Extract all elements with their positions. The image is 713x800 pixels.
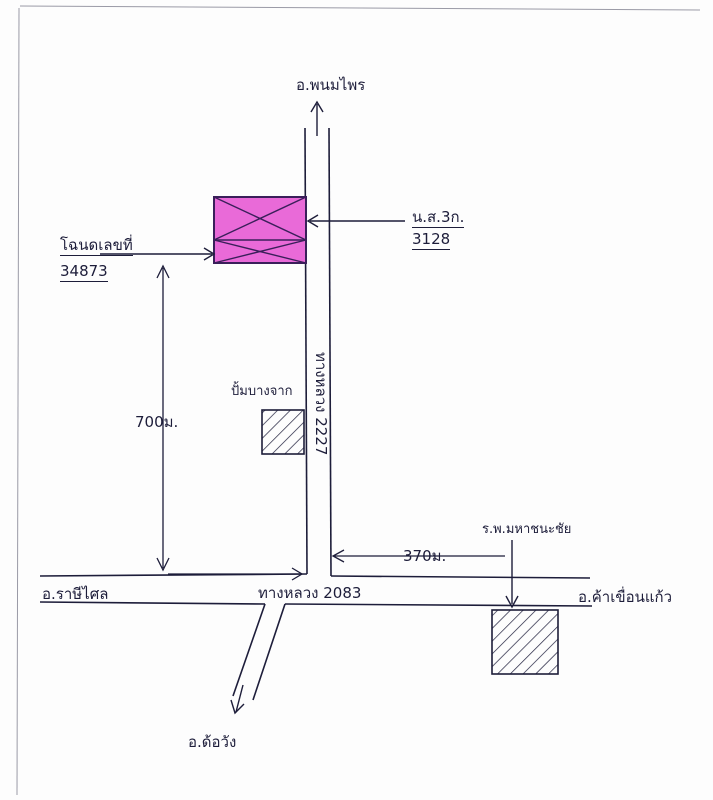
- west-destination-label: อ.ราษีไศล: [42, 585, 109, 603]
- horizontal-distance-label: 370ม.: [403, 547, 447, 565]
- north-destination-label: อ.พนมไพร: [296, 76, 366, 94]
- gas-station-label: ปั้มบางจาก: [231, 384, 293, 399]
- north-arrow-icon: [310, 100, 324, 136]
- right-plot-name-label: น.ส.3ก.: [412, 208, 465, 228]
- hospital-label: ร.พ.มหาชนะชัย: [482, 522, 572, 537]
- left-plot-arrow-icon: [100, 247, 216, 261]
- right-plot-arrow-icon: [306, 214, 405, 228]
- page-left-edge: [16, 7, 20, 796]
- main-road-label: ทางหลวง 2083: [258, 584, 362, 602]
- page-top-edge: [19, 5, 701, 11]
- hospital-arrow-icon: [505, 540, 519, 609]
- gas-station-icon: [261, 409, 305, 455]
- horizontal-distance-line: [331, 549, 505, 563]
- road-2227: [304, 127, 591, 579]
- left-plot-number-label: 34873: [60, 262, 108, 282]
- east-destination-label: อ.ค้าเขื่อนแก้ว: [578, 588, 673, 606]
- land-parcel: [213, 196, 307, 264]
- vertical-distance-line: [156, 264, 304, 581]
- right-plot-number-label: 3128: [412, 230, 451, 250]
- left-plot-name-label: โฉนดเลขที่: [60, 236, 133, 256]
- hospital-icon: [491, 609, 559, 675]
- south-arrow-icon: [230, 684, 245, 715]
- vertical-distance-label: 700ม.: [135, 413, 179, 431]
- north-road-label: ทางหลวง 2227: [312, 352, 330, 456]
- south-branch-road: [232, 603, 286, 701]
- south-destination-label: อ.ด้อวัง: [188, 733, 237, 751]
